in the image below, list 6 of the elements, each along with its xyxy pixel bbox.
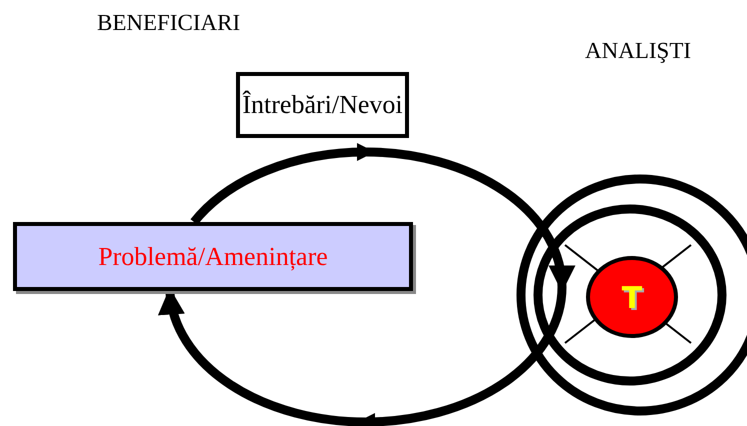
group-label: BENEFICIARI — [97, 10, 240, 36]
problem-box: Problemă/Amenințare — [13, 222, 413, 291]
cycle-arrow — [158, 286, 566, 426]
group-label: ANALIŞTI — [585, 38, 692, 64]
question-box: Întrebări/Nevoi — [236, 72, 409, 138]
cycle-arrow — [190, 143, 576, 288]
